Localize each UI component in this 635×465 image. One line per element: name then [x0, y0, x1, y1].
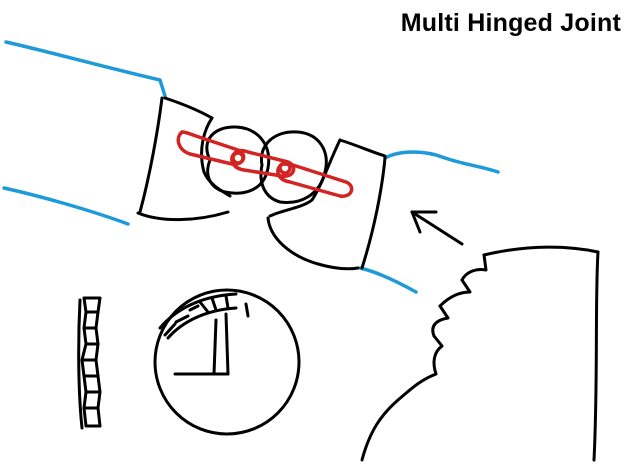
diagram-title: Multi Hinged Joint	[400, 9, 621, 37]
hinge-linkage	[176, 130, 354, 198]
right-limb-bottom-edge	[358, 266, 418, 294]
right-limb-top-edge	[383, 150, 500, 174]
gear-rack	[77, 296, 102, 430]
gear-bracket	[360, 245, 600, 462]
hinge-pin-1	[231, 151, 245, 165]
pointer-arrow	[410, 210, 464, 246]
left-limb-top-edge	[4, 40, 167, 98]
hinge-pin-2	[278, 161, 292, 175]
round-gear	[153, 288, 301, 436]
right-socket	[266, 138, 387, 271]
left-limb-bottom-edge	[2, 186, 130, 226]
gear-teeth-arc	[158, 292, 238, 330]
right-limb-outline	[358, 150, 500, 294]
hinge-link-2	[230, 148, 296, 178]
left-knuckle	[205, 125, 271, 195]
left-limb-outline	[2, 40, 167, 226]
